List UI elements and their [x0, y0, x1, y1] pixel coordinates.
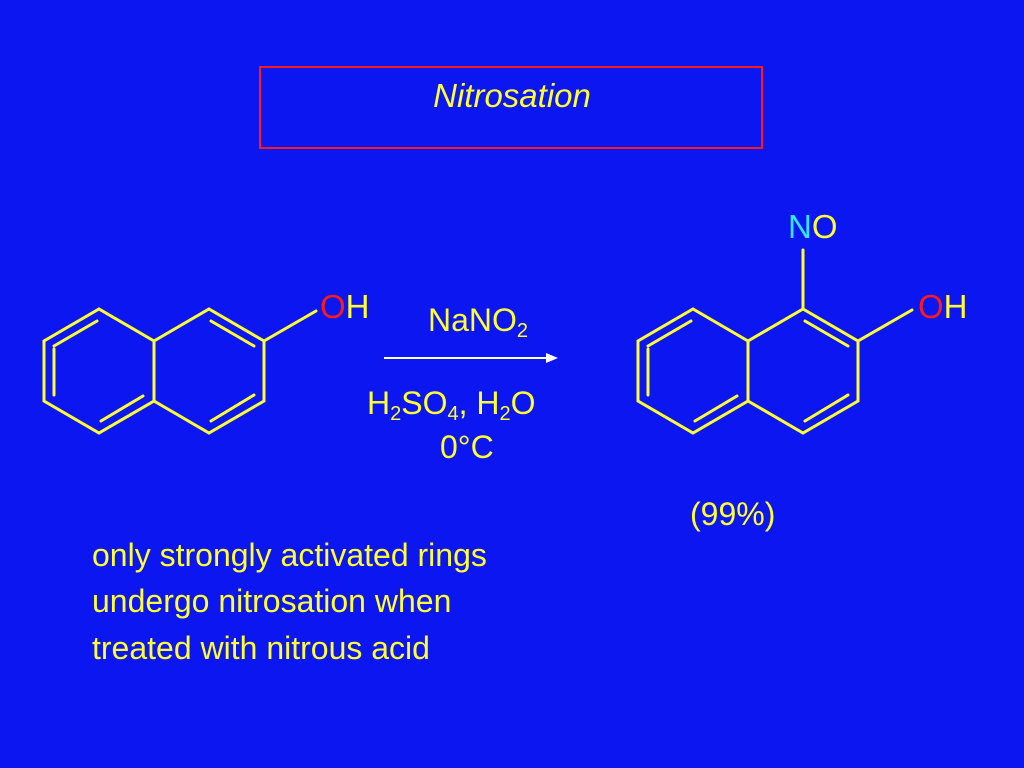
slide-title: Nitrosation	[433, 77, 591, 114]
product-nitroso-oxygen: O	[811, 208, 838, 245]
reactant-double-bond	[52, 319, 99, 348]
reactant-2-naphthol	[42, 307, 318, 435]
reaction-arrow	[384, 353, 558, 363]
reactant-oh-label: OH	[320, 290, 370, 323]
product-1-nitroso-2-naphthol	[636, 248, 914, 435]
product-double-bond	[803, 393, 850, 423]
product-left-ring	[636, 307, 750, 435]
reactant-double-bond	[99, 394, 145, 423]
explanatory-note: only strongly activated rings undergo ni…	[92, 537, 487, 666]
reagent-nano-text: NaNO	[428, 302, 517, 338]
reagent-nano-subscript: 2	[516, 320, 529, 342]
reactant-left-ring	[42, 307, 156, 435]
product-right-ring	[746, 307, 860, 435]
reagent-part: H	[367, 385, 391, 421]
reagent-part: , H	[458, 385, 500, 421]
reagent-subscript: 4	[447, 403, 459, 425]
product-no-label: NO	[788, 210, 838, 243]
reactant-double-bond	[209, 319, 256, 348]
reactant-right-ring	[152, 307, 266, 435]
reagent-subscript: 2	[499, 403, 511, 425]
product-double-bond	[646, 319, 693, 348]
product-double-bond	[693, 394, 739, 423]
reactant-oxygen: O	[320, 288, 346, 325]
reagent-temperature: 0°C	[440, 429, 494, 465]
yield-label: (99%)	[690, 496, 776, 532]
product-oh-label: OH	[918, 290, 968, 323]
product-nitrogen: N	[788, 208, 812, 245]
product-double-bond	[803, 319, 850, 348]
reagent-nano2: NaNO2	[428, 302, 528, 341]
product-oxygen: O	[918, 288, 944, 325]
product-hydrogen: H	[943, 288, 968, 325]
reagent-acid-water: H2SO4, H2O	[367, 385, 536, 424]
reactant-c-o-bond	[262, 309, 318, 343]
reagent-subscript: 2	[390, 403, 402, 425]
product-c-o-bond	[856, 308, 914, 343]
reactant-hydrogen: H	[345, 288, 370, 325]
reagent-part: SO	[401, 385, 448, 421]
reactant-double-bond	[209, 393, 256, 423]
reagent-part: O	[510, 385, 536, 421]
title-box	[259, 66, 763, 149]
